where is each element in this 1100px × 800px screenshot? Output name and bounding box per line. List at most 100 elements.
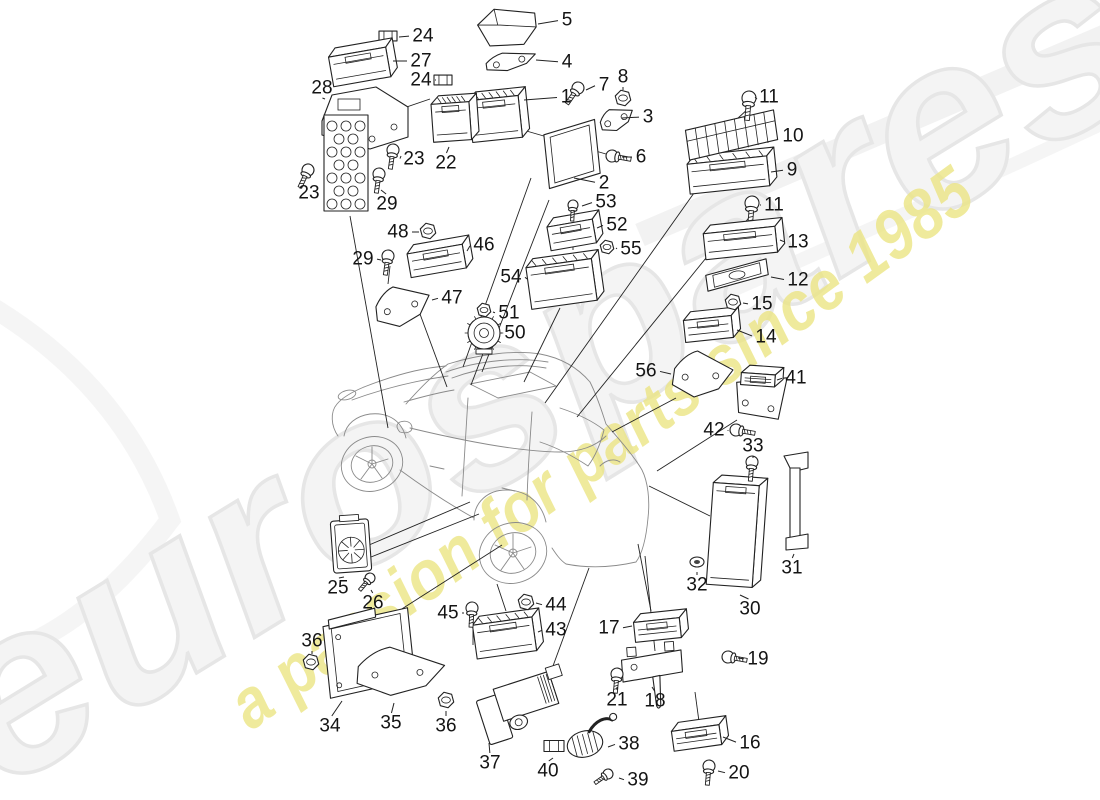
part-45-drawing [465,601,479,628]
part-number-35[interactable]: 35 [380,702,402,734]
part-number-45[interactable]: 45 [437,603,464,624]
part-number-39[interactable]: 39 [618,770,649,791]
part-54-drawing [525,248,605,310]
part-number-16[interactable]: 16 [722,733,761,754]
leader-line [349,215,389,429]
part-number-24[interactable]: 24 [398,26,434,47]
part-number-27[interactable]: 27 [393,51,432,72]
part-number-31[interactable]: 31 [781,553,803,579]
part-number-52[interactable]: 52 [596,215,628,236]
part-23-drawing [297,163,315,189]
part-number-37[interactable]: 37 [479,742,501,774]
car-hood-edge [363,365,447,388]
part-number-3[interactable]: 3 [621,107,654,128]
part-24-drawing [433,74,453,86]
car-illustration [331,352,650,584]
svg-text:47: 47 [441,288,462,309]
part-number-25[interactable]: 25 [327,576,349,599]
part-number-44[interactable]: 44 [535,595,567,616]
part-number-5[interactable]: 5 [537,10,573,31]
svg-text:7: 7 [599,75,610,96]
part-number-36[interactable]: 36 [301,631,323,655]
part-number-26[interactable]: 26 [362,589,384,614]
svg-text:38: 38 [618,734,639,755]
car-handle2 [501,487,516,492]
part-number-19[interactable]: 19 [737,649,769,670]
part-number-41[interactable]: 41 [776,368,807,389]
part-number-53[interactable]: 53 [581,192,617,213]
part-number-51[interactable]: 51 [492,303,520,324]
part-number-24[interactable]: 24 [410,70,436,91]
part-number-23[interactable]: 23 [399,149,425,170]
part-number-48[interactable]: 48 [387,222,419,243]
part-number-46[interactable]: 46 [466,235,495,256]
part-2-drawing [543,118,601,190]
part-number-9[interactable]: 9 [770,160,797,181]
car-handle1 [429,465,445,470]
part-number-38[interactable]: 38 [607,734,640,755]
part-number-47[interactable]: 47 [431,288,463,309]
car-hood-crease [351,375,449,401]
car-a-pillar-roof [405,352,591,405]
leader-line [656,419,738,472]
part-4-drawing [485,52,536,72]
part-number-20[interactable]: 20 [717,763,750,784]
svg-text:24: 24 [412,26,434,47]
part-15-drawing [724,293,742,311]
part-number-15[interactable]: 15 [742,294,773,315]
part-number-54[interactable]: 54 [500,267,528,288]
svg-text:19: 19 [747,649,768,670]
part-number-12[interactable]: 12 [770,270,809,291]
part-number-4[interactable]: 4 [535,52,573,73]
part-number-14[interactable]: 14 [736,327,777,348]
part-number-33[interactable]: 33 [742,436,764,459]
part-number-28[interactable]: 28 [311,78,333,100]
part-number-40[interactable]: 40 [537,757,559,782]
part-17-drawing [632,608,690,643]
part-number-13[interactable]: 13 [779,232,809,253]
svg-text:5: 5 [562,10,573,31]
svg-text:31: 31 [781,558,802,579]
svg-text:55: 55 [620,239,641,260]
part-number-42[interactable]: 42 [703,420,729,441]
svg-text:11: 11 [759,87,779,108]
part-number-34[interactable]: 34 [319,700,343,737]
part-number-29[interactable]: 29 [376,189,398,215]
part-number-10[interactable]: 10 [779,126,804,147]
part-number-21[interactable]: 21 [606,687,628,711]
part-number-18[interactable]: 18 [644,686,666,712]
part-number-11[interactable]: 11 [754,87,779,108]
part-55-drawing [599,239,615,255]
part-number-6[interactable]: 6 [622,147,646,168]
leader-line [419,313,448,388]
part-number-1[interactable]: 1 [523,87,572,108]
part-number-8[interactable]: 8 [618,67,629,91]
part-46-drawing [406,234,474,279]
part-number-23[interactable]: 23 [298,183,319,204]
part-number-50[interactable]: 50 [501,323,526,344]
car-taillight [599,459,621,467]
svg-text:37: 37 [479,753,500,774]
part-number-32[interactable]: 32 [686,572,708,596]
part-number-17[interactable]: 17 [598,618,633,639]
part-number-7[interactable]: 7 [585,75,610,96]
part-36-drawing [437,691,455,709]
svg-text:13: 13 [787,232,808,253]
svg-text:1: 1 [561,87,572,108]
part-number-22[interactable]: 22 [435,146,457,174]
part-number-30[interactable]: 30 [739,594,761,620]
part-number-43[interactable]: 43 [537,620,567,641]
svg-text:35: 35 [380,713,401,734]
part-number-29[interactable]: 29 [352,249,382,270]
part-number-55[interactable]: 55 [615,239,642,260]
part-number-11[interactable]: 11 [760,195,784,216]
part-number-56[interactable]: 56 [635,361,672,382]
part-18-drawing [620,641,684,709]
part-37-drawing [476,663,563,745]
car-door-seam1 [461,397,469,497]
part-40-drawing [543,739,565,753]
part-number-36[interactable]: 36 [435,711,457,737]
svg-text:3: 3 [643,107,654,128]
part-19-drawing [721,650,748,664]
part-number-2[interactable]: 2 [573,173,609,194]
